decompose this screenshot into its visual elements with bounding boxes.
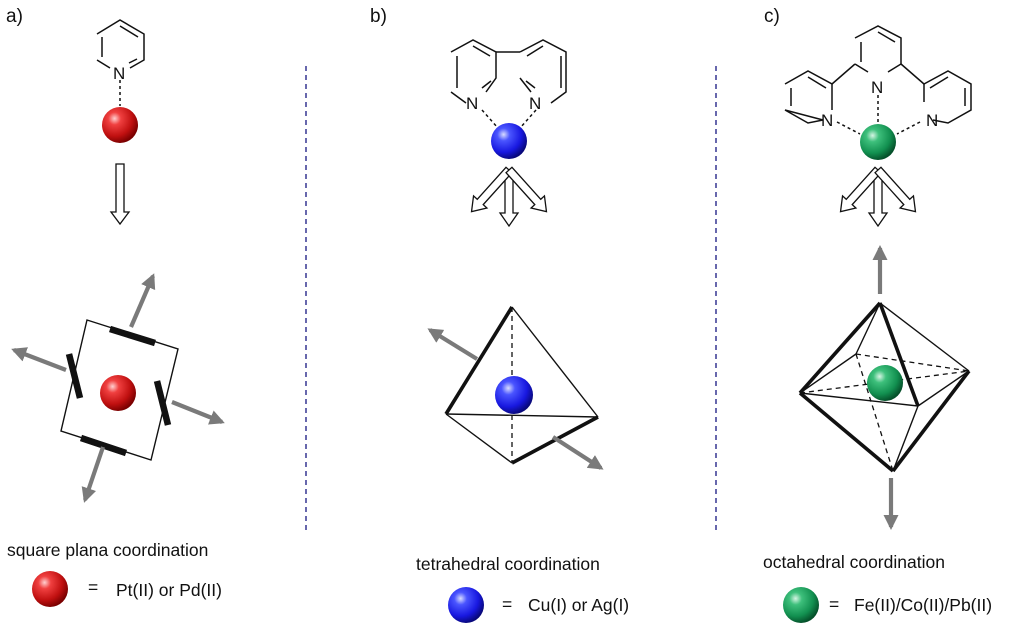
atom-label-n: N bbox=[926, 111, 938, 130]
legend-equals-b: = bbox=[502, 594, 513, 614]
atom-label-n: N bbox=[113, 64, 125, 83]
open-down-arrow bbox=[109, 163, 131, 226]
fe-co-pb-metal-ball bbox=[860, 124, 896, 160]
square-planar-geometry bbox=[11, 273, 225, 503]
pt-pd-metal-ball bbox=[100, 375, 136, 411]
caption-square-planar: square plana coordination bbox=[7, 540, 209, 560]
legend-text-b: Cu(I) or Ag(I) bbox=[528, 595, 630, 615]
tetrahedral-geometry bbox=[427, 306, 604, 470]
open-arrows-fan bbox=[470, 166, 548, 228]
panel-label-b: b) bbox=[370, 6, 387, 27]
legend-text-c: Fe(II)/Co(II)/Pb(II) bbox=[854, 595, 993, 615]
legend-ball-red bbox=[32, 571, 68, 607]
panel-label-a: a) bbox=[6, 6, 23, 27]
bipyridine-ligand bbox=[450, 39, 567, 129]
caption-octahedral: octahedral coordination bbox=[763, 552, 945, 572]
legend-ball-green bbox=[783, 587, 819, 623]
fe-co-pb-metal-ball bbox=[867, 365, 903, 401]
caption-tetrahedral: tetrahedral coordination bbox=[416, 554, 600, 574]
panel-label-c: c) bbox=[764, 6, 780, 27]
pyridine-ligand bbox=[96, 19, 145, 106]
atom-label-n: N bbox=[529, 94, 541, 113]
cu-ag-metal-ball bbox=[491, 123, 527, 159]
legend-ball-blue bbox=[448, 587, 484, 623]
legend-text-a: Pt(II) or Pd(II) bbox=[116, 580, 222, 600]
terpyridine-ligand bbox=[784, 25, 972, 135]
legend-equals-c: = bbox=[829, 594, 840, 614]
pt-pd-metal-ball bbox=[102, 107, 138, 143]
atom-label-n: N bbox=[871, 78, 883, 97]
atom-label-n: N bbox=[466, 94, 478, 113]
cu-ag-metal-ball bbox=[495, 376, 533, 414]
legend-equals-a: = bbox=[88, 577, 99, 597]
open-arrows-fan bbox=[839, 166, 917, 228]
atom-label-n: N bbox=[821, 111, 833, 130]
